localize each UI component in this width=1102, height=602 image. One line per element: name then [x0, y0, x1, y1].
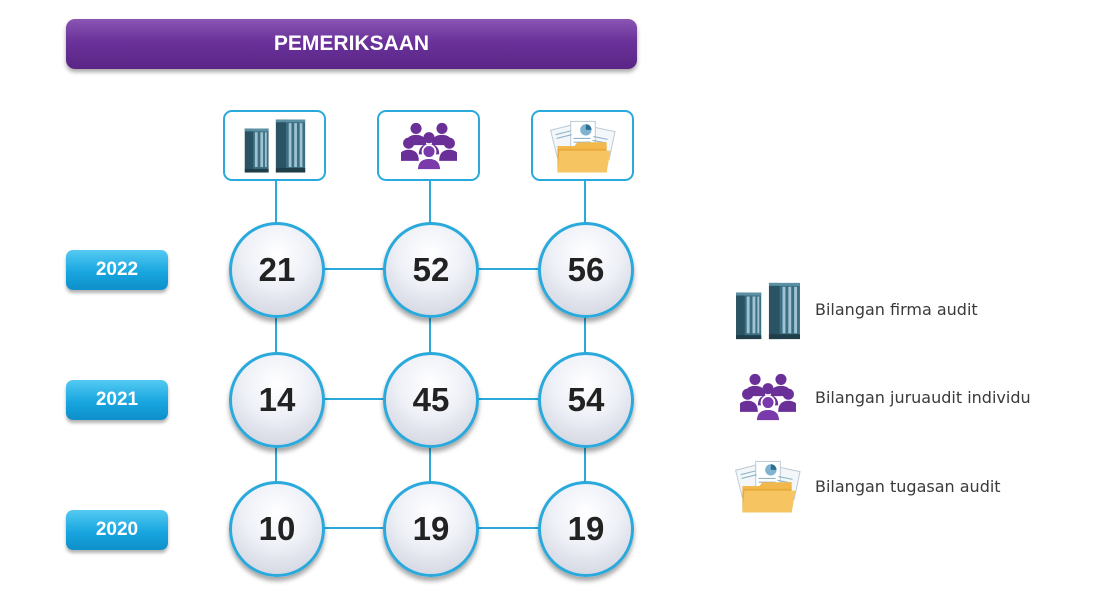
value-2022-tasks: 56 [538, 222, 634, 318]
legend-label-tasks: Bilangan tugasan audit [815, 477, 1001, 496]
icon-box-tasks [531, 110, 634, 181]
title-banner: PEMERIKSAAN [66, 19, 637, 69]
value-2022-firms: 21 [229, 222, 325, 318]
connector-line [584, 181, 586, 223]
people-group-icon [740, 372, 796, 422]
value-2020-tasks: 19 [538, 481, 634, 577]
page-title: PEMERIKSAAN [273, 32, 430, 55]
people-group-icon [401, 121, 457, 171]
folder-documents-icon [733, 457, 803, 515]
value-2021-firms: 14 [229, 352, 325, 448]
connector-line [275, 181, 277, 223]
icon-box-auditors [377, 110, 480, 181]
value-2021-auditors: 45 [383, 352, 479, 448]
year-badge-2022: 2022 [66, 250, 168, 290]
folder-documents-icon [548, 117, 618, 175]
value-2020-firms: 10 [229, 481, 325, 577]
legend-label-firms: Bilangan firma audit [815, 300, 978, 319]
buildings-icon [733, 281, 803, 341]
value-2020-auditors: 19 [383, 481, 479, 577]
value-2022-auditors: 52 [383, 222, 479, 318]
year-badge-2021: 2021 [66, 380, 168, 420]
connector-line [429, 181, 431, 223]
buildings-icon [243, 117, 307, 175]
value-2021-tasks: 54 [538, 352, 634, 448]
legend-label-auditors: Bilangan juruaudit individu [815, 388, 1031, 407]
icon-box-firms [223, 110, 326, 181]
year-badge-2020: 2020 [66, 510, 168, 550]
